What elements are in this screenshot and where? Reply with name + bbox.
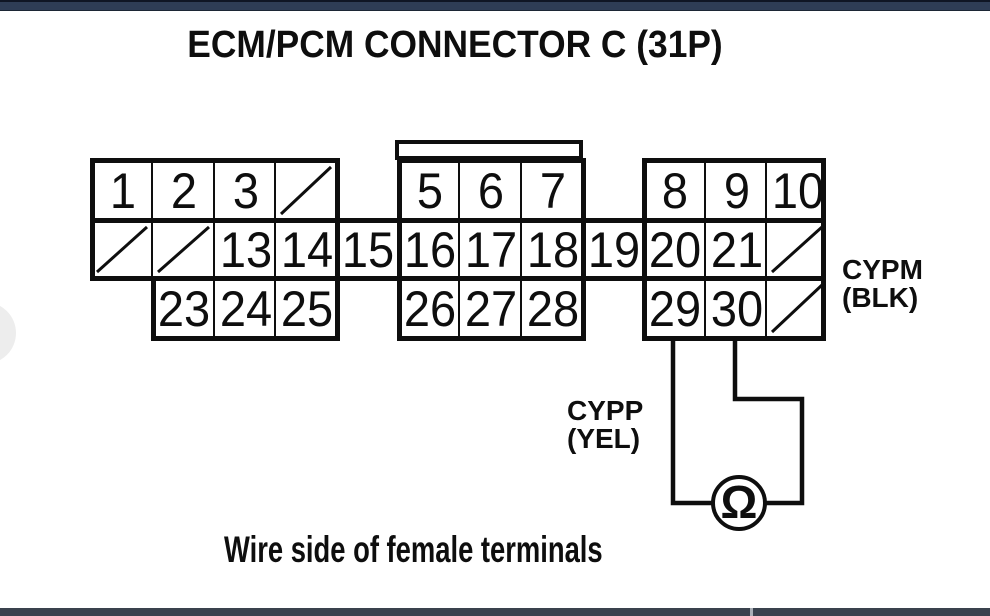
- pin-cell-24: 24: [219, 280, 272, 337]
- pin-cell-3: 3: [232, 162, 259, 219]
- wire-label-cypm: CYPM (BLK): [842, 256, 923, 312]
- ohmmeter-symbol: Ω: [711, 475, 767, 531]
- caption: Wire side of female terminals: [224, 529, 603, 570]
- connector-keyway-tab: [395, 140, 583, 160]
- pin-cell-29: 29: [648, 280, 702, 337]
- grid-line-v-thin: [765, 158, 767, 341]
- grid-line-v-thin: [520, 158, 522, 341]
- pin-cell-25: 25: [280, 280, 333, 337]
- grid-line-h: [642, 336, 826, 341]
- pin-cell-19: 19: [587, 221, 640, 278]
- pin-cell-15: 15: [341, 221, 395, 278]
- grid-line-v-thin: [213, 158, 215, 341]
- pin-cell-28: 28: [526, 280, 579, 337]
- wire-name: CYPM: [842, 254, 923, 285]
- bottom-window-bar: [0, 608, 990, 616]
- pin-cell-6: 6: [477, 162, 505, 219]
- wire-color-code: (YEL): [567, 423, 641, 454]
- grid-line-h: [90, 158, 340, 163]
- wire-label-cypp: CYPP (YEL): [567, 397, 643, 453]
- wire-color-code: (BLK): [842, 282, 919, 313]
- grid-line-v-thin: [274, 158, 276, 341]
- pin-cell-18: 18: [526, 221, 579, 278]
- grid-line-v-thin: [151, 158, 153, 276]
- pin-cell-14: 14: [280, 221, 333, 278]
- grid-line-v: [581, 158, 586, 341]
- grid-line-v: [90, 158, 95, 281]
- pin-cell-23: 23: [157, 280, 211, 337]
- grid-line-v: [335, 158, 340, 341]
- grid-line-h: [642, 158, 826, 163]
- grid-line-h: [151, 336, 340, 341]
- empty-pin-slash: [770, 225, 824, 274]
- bottom-bar-divider: [750, 608, 753, 616]
- pin-cell-17: 17: [464, 221, 518, 278]
- empty-pin-slash: [279, 165, 333, 216]
- pin-cell-8: 8: [661, 162, 689, 219]
- grid-line-h: [397, 336, 586, 341]
- pin-cell-26: 26: [403, 280, 456, 337]
- grid-line-h: [397, 158, 586, 163]
- pin-cell-9: 9: [723, 162, 750, 219]
- diagram-title: ECM/PCM CONNECTOR C (31P): [187, 24, 723, 66]
- grid-line-v: [151, 276, 156, 341]
- pin-cell-5: 5: [416, 162, 443, 219]
- pin-cell-30: 30: [710, 280, 763, 337]
- wire-from-pin-29: [670, 341, 713, 506]
- pin-cell-13: 13: [219, 221, 272, 278]
- top-window-bar: [0, 0, 990, 11]
- grid-line-v: [821, 158, 826, 341]
- pin-cell-7: 7: [539, 162, 566, 219]
- pin-cell-16: 16: [403, 221, 456, 278]
- pin-cell-1: 1: [109, 162, 136, 219]
- empty-pin-slash: [95, 225, 149, 274]
- empty-pin-slash: [157, 225, 210, 274]
- pin-cell-2: 2: [170, 162, 198, 219]
- grid-line-v-thin: [458, 158, 460, 341]
- pin-cell-10: 10: [771, 162, 824, 219]
- pin-cell-27: 27: [464, 280, 518, 337]
- wire-name: CYPP: [567, 395, 644, 426]
- grid-line-v: [642, 158, 647, 341]
- grid-line-v-thin: [704, 158, 706, 341]
- empty-pin-slash: [770, 283, 824, 334]
- pin-cell-20: 20: [648, 221, 702, 278]
- pin-cell-21: 21: [710, 221, 763, 278]
- grid-line-v: [397, 158, 402, 341]
- ohm-glyph: Ω: [720, 476, 758, 528]
